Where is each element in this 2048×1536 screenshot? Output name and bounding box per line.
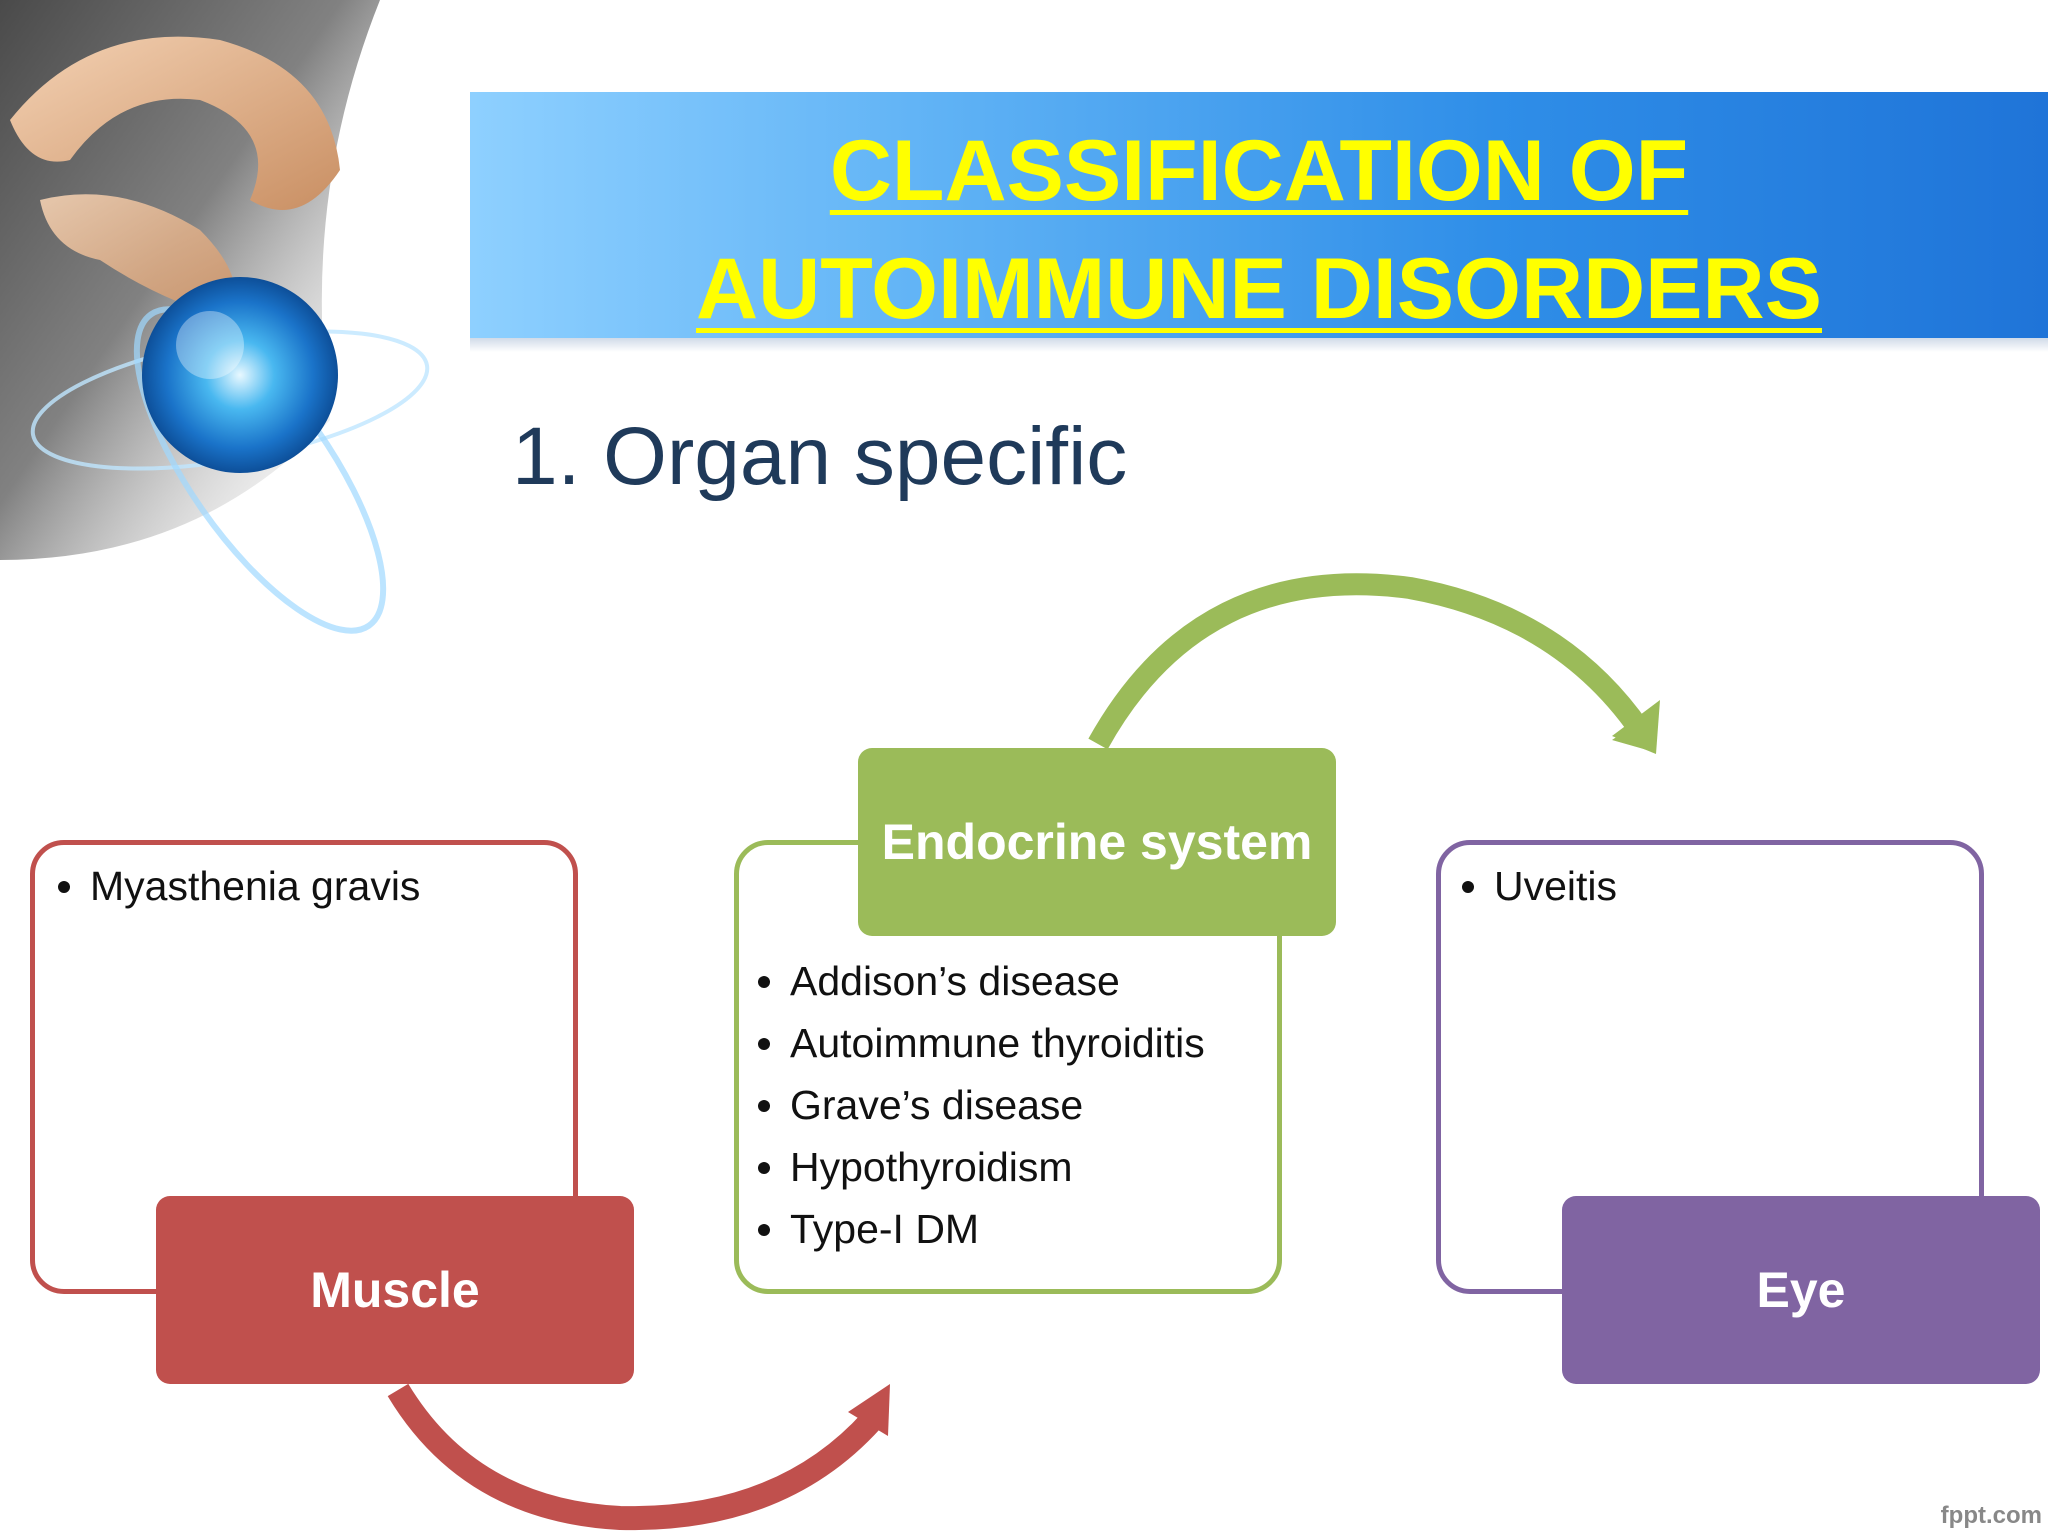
slide-title: CLASSIFICATION OF AUTOIMMUNE DISORDERS	[470, 112, 2048, 348]
section-heading: 1. Organ specific	[512, 411, 1128, 502]
muscle-items-list: Myasthenia gravis	[54, 855, 420, 917]
title-banner-shadow	[470, 338, 2048, 352]
green-curved-arrow	[1088, 573, 1660, 754]
list-item: Grave’s disease	[754, 1074, 1205, 1136]
list-item: Autoimmune thyroiditis	[754, 1012, 1205, 1074]
eye-items-list: Uveitis	[1458, 855, 1617, 917]
title-line-2: AUTOIMMUNE DISORDERS	[695, 241, 1823, 337]
endocrine-items-list: Addison’s disease Autoimmune thyroiditis…	[754, 950, 1205, 1260]
list-item: Type-I DM	[754, 1198, 1205, 1260]
endocrine-label: Endocrine system	[881, 814, 1313, 870]
list-item: Myasthenia gravis	[54, 855, 420, 917]
list-item: Addison’s disease	[754, 950, 1205, 1012]
watermark: fppt.com	[1940, 1502, 2042, 1529]
list-item: Uveitis	[1458, 855, 1617, 917]
muscle-label: Muscle	[310, 1262, 480, 1318]
red-curved-arrow	[387, 1383, 890, 1531]
list-item: Hypothyroidism	[754, 1136, 1205, 1198]
title-line-1: CLASSIFICATION OF	[829, 123, 1689, 219]
eye-label-box: Eye	[1562, 1196, 2040, 1384]
title-banner	[470, 92, 2048, 338]
muscle-label-box: Muscle	[156, 1196, 634, 1384]
endocrine-label-box: Endocrine system	[858, 748, 1336, 936]
hand-globe-illustration	[0, 0, 430, 634]
eye-label: Eye	[1756, 1262, 1846, 1318]
